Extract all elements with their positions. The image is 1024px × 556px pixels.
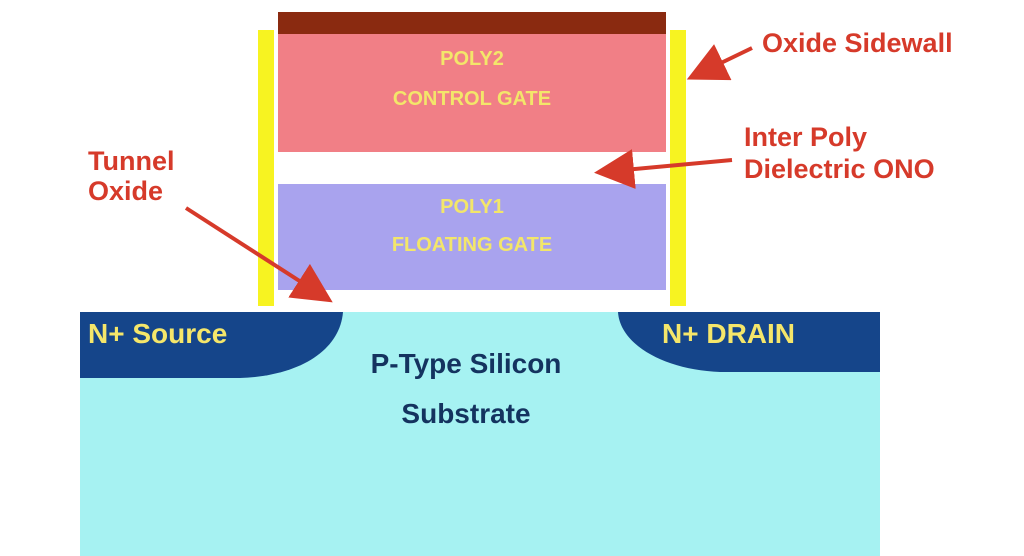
tunnel-oxide-callout-line2: Oxide: [88, 176, 164, 206]
poly1-label: POLY1: [440, 196, 504, 218]
inter-poly-arrow: [594, 149, 733, 189]
substrate-label-line2: Substrate: [401, 398, 531, 429]
substrate-label-line1: P-Type Silicon: [370, 348, 562, 379]
floating-gate-poly1: [278, 184, 666, 290]
oxide-sidewall-callout: Oxide Sidewall: [762, 28, 953, 58]
n-plus-drain-region: [618, 312, 880, 372]
gate-cap: [278, 12, 666, 34]
inter-poly-dielectric: [278, 152, 666, 184]
oxide-sidewall-right: [670, 30, 686, 306]
poly2-label: POLY2: [440, 48, 504, 70]
oxide-sidewall-left: [258, 30, 274, 306]
inter-poly-callout-line1: Inter Poly: [744, 122, 868, 152]
control-gate-label: CONTROL GATE: [392, 88, 552, 110]
tunnel-oxide-callout-line1: Tunnel: [88, 146, 175, 176]
n-plus-source-region: [80, 312, 343, 378]
tunnel-oxide-arrow: [184, 206, 333, 303]
inter-poly-callout-line2: Dielectric ONO: [744, 154, 935, 184]
floating-gate-label: FLOATING GATE: [391, 234, 553, 256]
drain-label: N+ DRAIN: [662, 318, 796, 349]
source-label: N+ Source: [88, 318, 228, 349]
control-gate-poly2: [278, 34, 666, 152]
oxide-sidewall-arrow: [686, 44, 753, 81]
